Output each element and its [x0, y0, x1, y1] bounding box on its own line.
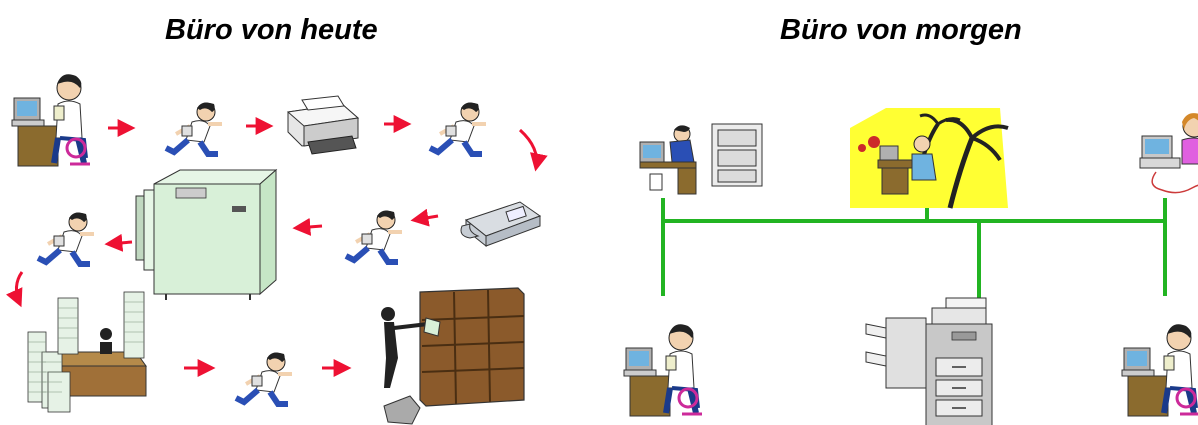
printer-icon	[287, 95, 359, 155]
running-messenger-icon	[166, 103, 222, 154]
flow-arrow	[410, 208, 439, 227]
flow-arrows	[5, 115, 548, 377]
running-messenger-icon	[38, 213, 94, 264]
today-process	[5, 74, 548, 425]
worker-at-computer-icon	[1139, 112, 1198, 194]
running-messenger-icon	[430, 103, 486, 154]
flow-arrow	[518, 128, 548, 172]
network-line-icon	[661, 198, 1167, 310]
printer-copier-icon	[865, 297, 993, 425]
remote-worker-island-icon	[850, 108, 1008, 208]
flow-arrow	[5, 271, 24, 308]
filing-shelf-icon	[379, 286, 526, 425]
running-messenger-icon	[346, 211, 402, 262]
worker-at-computer-icon	[1122, 324, 1198, 416]
running-messenger-icon	[236, 353, 292, 404]
worker-at-computer-icon	[639, 123, 763, 195]
title-tomorrow: Büro von morgen	[780, 14, 1022, 46]
copier-machine-icon	[135, 169, 277, 301]
worker-at-computer-icon	[12, 74, 90, 166]
worker-at-computer-icon	[624, 324, 702, 416]
paper-stacks-desk-icon	[27, 291, 147, 413]
tomorrow-network	[624, 108, 1198, 425]
flow-arrow	[104, 233, 133, 252]
fax-machine-icon	[460, 201, 541, 247]
title-today: Büro von heute	[165, 14, 378, 46]
flow-arrow	[292, 217, 323, 236]
